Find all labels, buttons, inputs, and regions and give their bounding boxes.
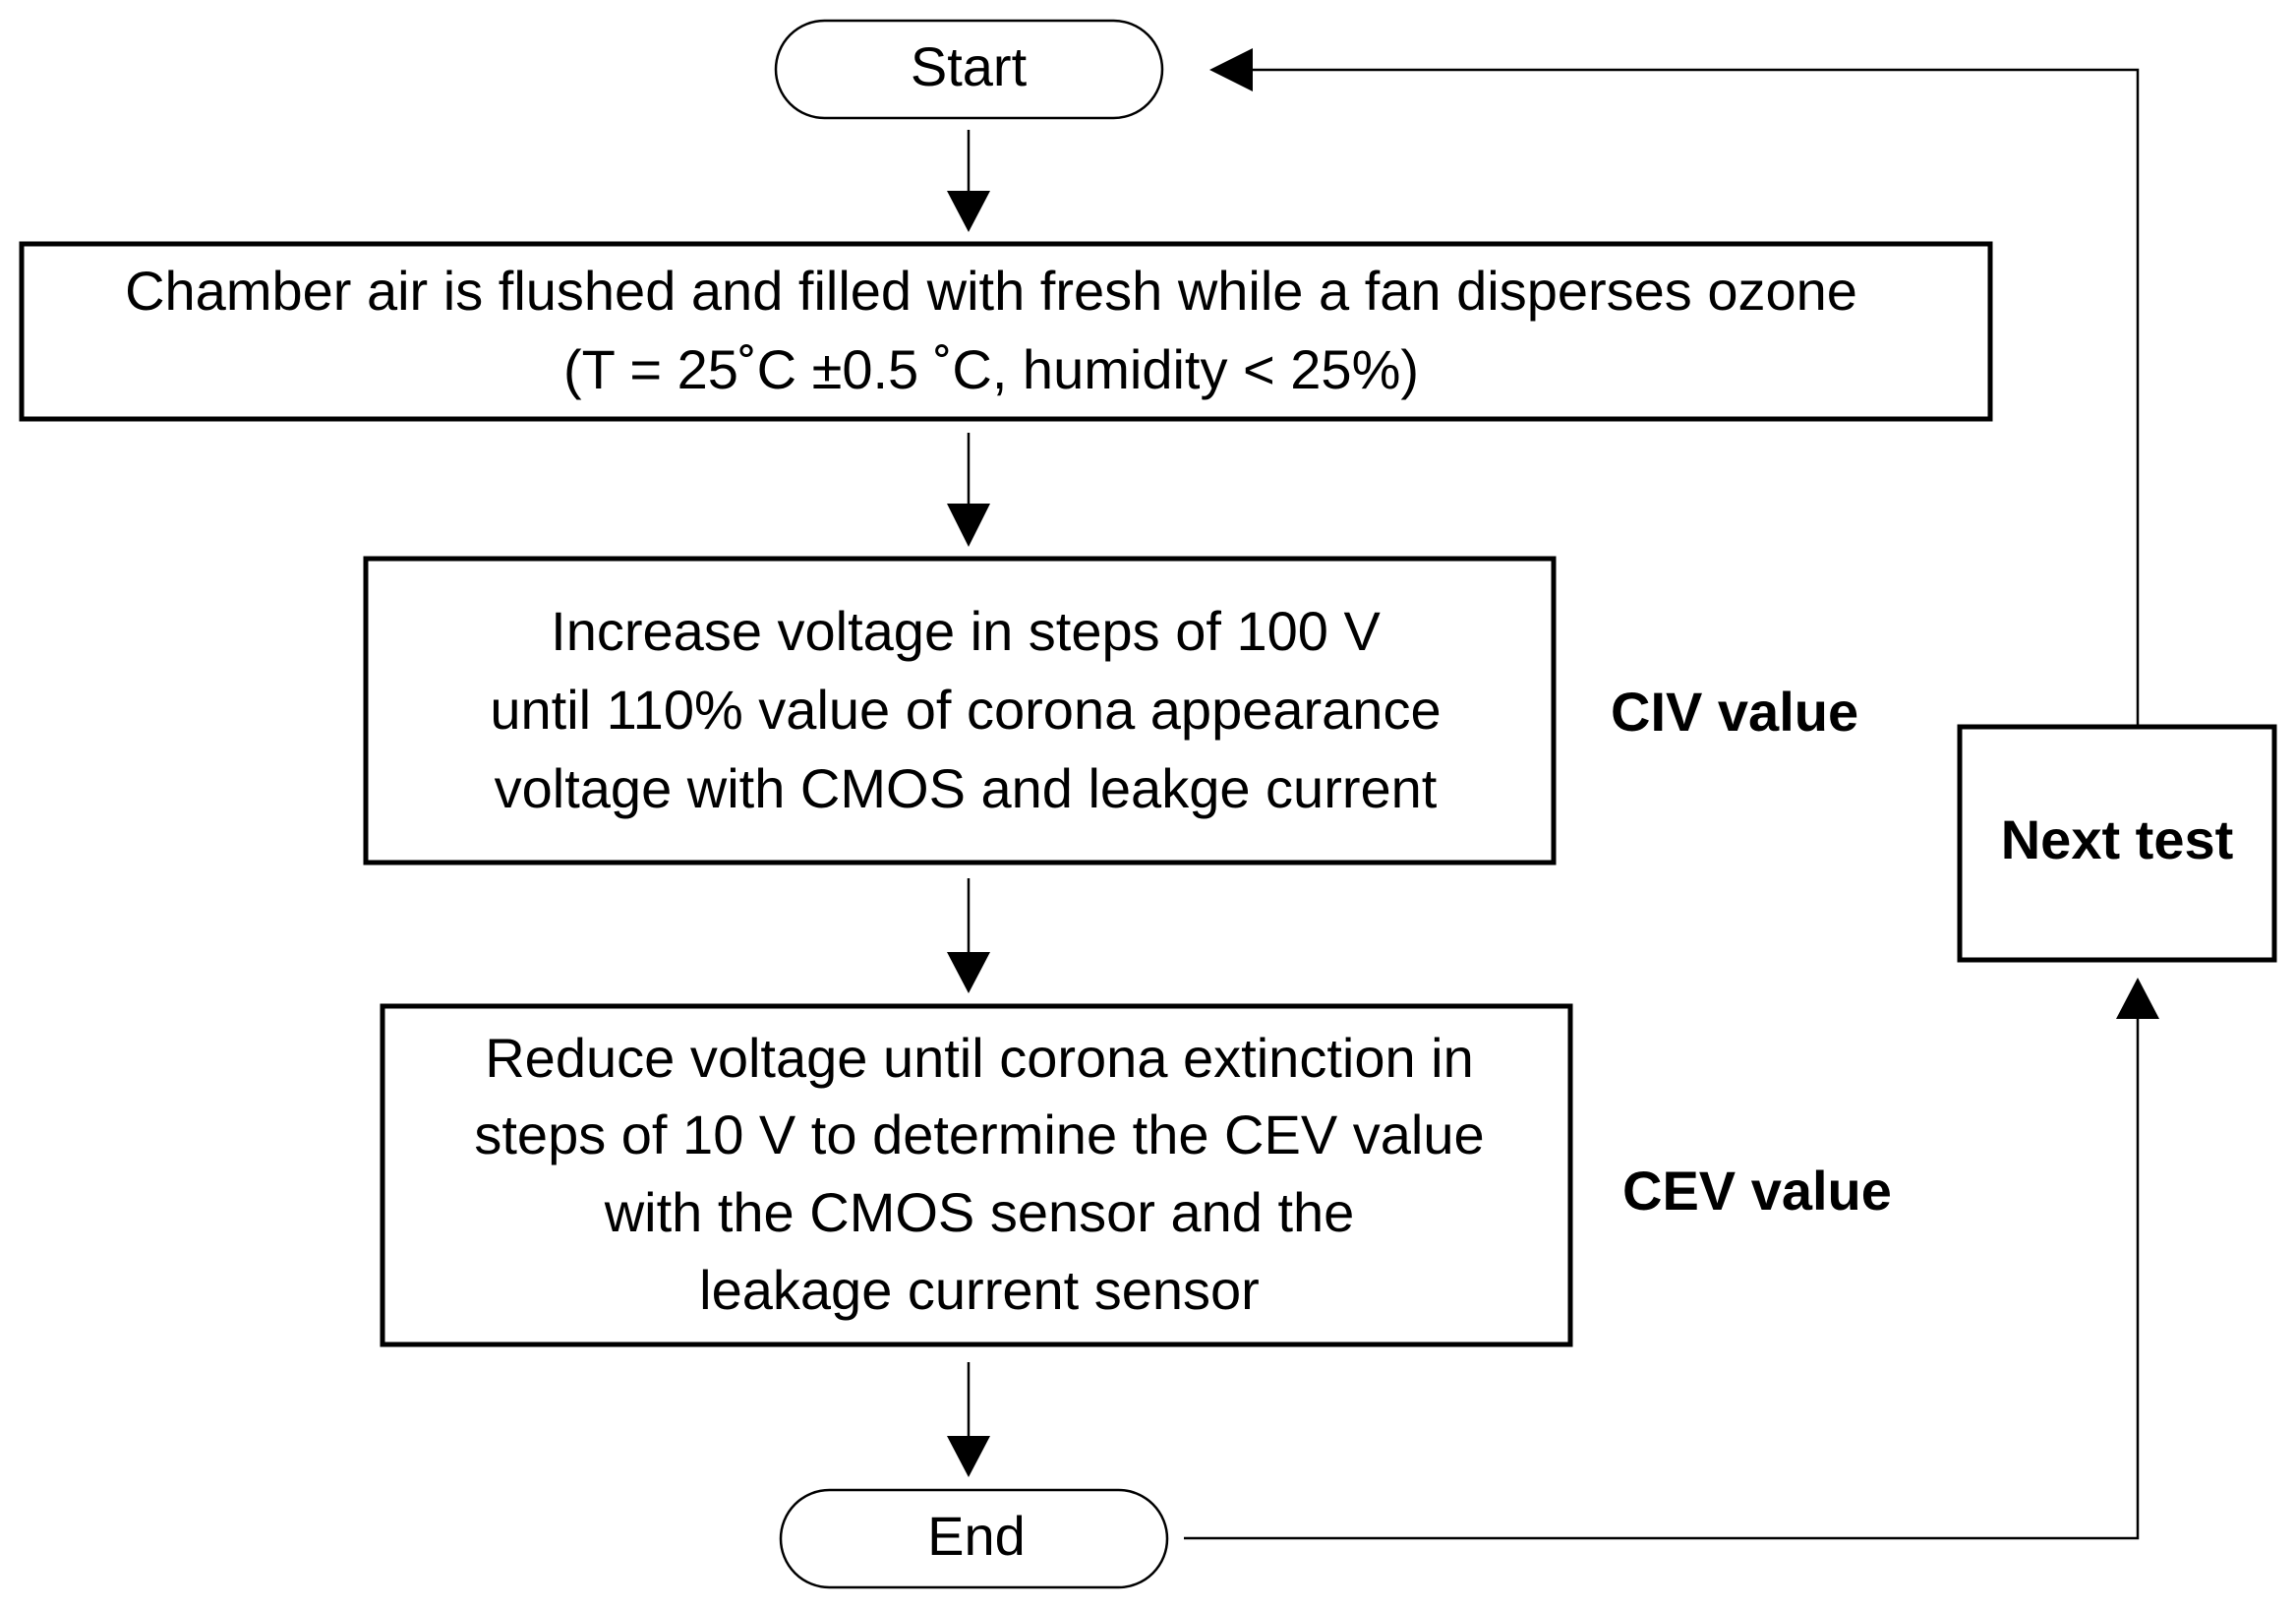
edge-flush-to-increase bbox=[947, 433, 990, 547]
end-terminal-shape bbox=[779, 1488, 1169, 1589]
edge-line bbox=[1184, 1019, 2140, 1540]
increase-process-box bbox=[363, 556, 1557, 865]
arrowhead bbox=[2116, 978, 2159, 1019]
end-label: End bbox=[927, 1505, 1026, 1567]
start-terminal-shape bbox=[774, 19, 1164, 120]
increase-line-3: voltage with CMOS and leakge current bbox=[495, 757, 1438, 819]
arrowhead bbox=[1209, 48, 1253, 91]
edge-reduce-to-end bbox=[947, 1362, 990, 1477]
next-test-label: Next test bbox=[2001, 808, 2234, 870]
end-node: End bbox=[779, 1488, 1169, 1589]
arrowhead bbox=[947, 1436, 990, 1477]
edge-next-test-to-start bbox=[1209, 48, 2140, 727]
cev-value-label: CEV value bbox=[1622, 1160, 1892, 1222]
civ-value-label: CIV value bbox=[1611, 681, 1858, 743]
edge-start-to-flush bbox=[947, 130, 990, 232]
reduce-node: Reduce voltage until corona extinction i… bbox=[380, 1003, 1573, 1347]
edge-increase-to-reduce bbox=[947, 878, 990, 993]
flush-node: Chamber air is flushed and filled with f… bbox=[19, 241, 1993, 422]
reduce-process-box bbox=[380, 1003, 1573, 1347]
flush-line-2: (T = 25˚C ±0.5 ˚C, humidity < 25%) bbox=[563, 338, 1419, 400]
edge-end-to-next-test bbox=[1184, 978, 2159, 1540]
start-node: Start bbox=[774, 19, 1164, 120]
arrowhead bbox=[947, 504, 990, 547]
increase-line-1: Increase voltage in steps of 100 V bbox=[551, 600, 1381, 662]
reduce-line-2: steps of 10 V to determine the CEV value bbox=[474, 1103, 1484, 1165]
increase-line-2: until 110% value of corona appearance bbox=[490, 679, 1441, 741]
increase-node: Increase voltage in steps of 100 V until… bbox=[363, 556, 1557, 865]
flush-line-1: Chamber air is flushed and filled with f… bbox=[125, 260, 1857, 322]
arrowhead bbox=[947, 952, 990, 993]
flush-process-box bbox=[19, 241, 1993, 422]
arrowhead bbox=[947, 191, 990, 232]
next-test-process-box bbox=[1957, 724, 2277, 963]
reduce-line-3: with the CMOS sensor and the bbox=[604, 1181, 1355, 1243]
reduce-line-1: Reduce voltage until corona extinction i… bbox=[485, 1027, 1474, 1089]
reduce-line-4: leakage current sensor bbox=[699, 1259, 1260, 1321]
start-label: Start bbox=[911, 35, 1028, 97]
edge-line bbox=[1253, 68, 2140, 727]
next-test-node: Next test bbox=[1957, 724, 2277, 963]
